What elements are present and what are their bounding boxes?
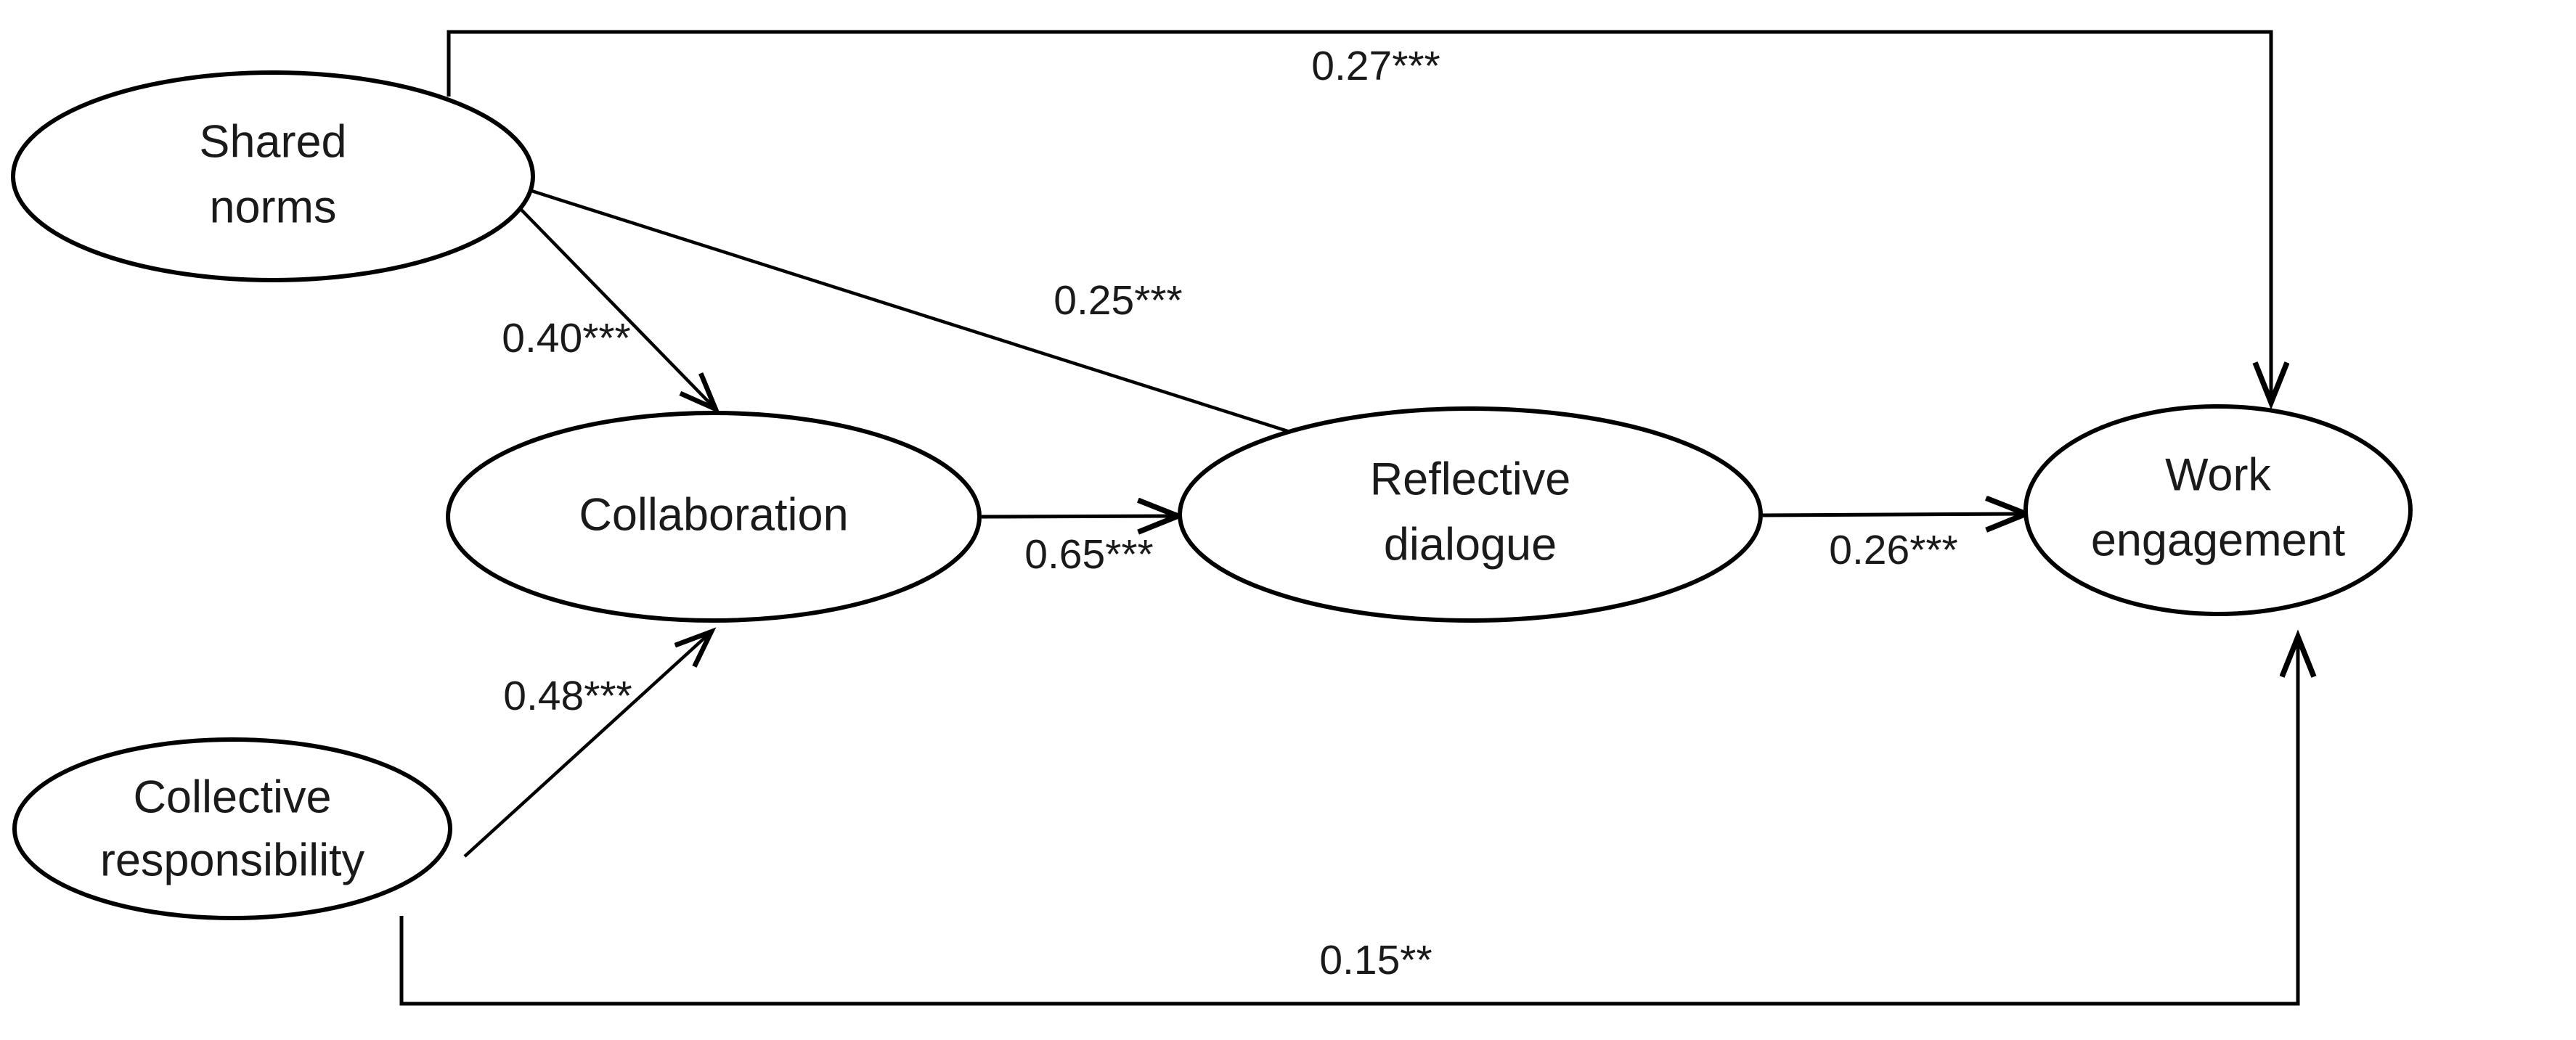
path-line-rd-we [1762,514,2024,515]
node-shared-norms[interactable]: Shared norms [11,70,535,282]
coefficient-label-sn-co: 0.40*** [502,315,631,361]
path-line-sn-we [447,30,2271,401]
node-reflective-dialogue[interactable]: Reflective dialogue [1178,406,1763,623]
coefficient-label-cr-we: 0.15** [1319,937,1432,983]
path-shared-norms-to-reflective-dialogue: 0.25*** [497,178,1345,449]
node-collaboration-ellipse[interactable] [446,411,982,623]
path-line-cr-co [463,633,710,858]
coefficient-label-cr-co: 0.48*** [503,673,632,719]
node-collective-responsibility-label-line1: Collective [133,772,331,823]
coefficient-label-co-rd: 0.65*** [1024,531,1154,578]
coefficient-label-sn-rd: 0.25*** [1053,277,1183,324]
node-collaboration[interactable]: Collaboration [446,411,982,623]
path-collective-responsibility-to-collaboration: 0.48*** [463,633,710,858]
node-work-engagement-label-line2: engagement [2091,515,2346,566]
node-shared-norms-ellipse[interactable] [11,70,535,282]
node-reflective-dialogue-ellipse[interactable] [1178,406,1763,623]
node-shared-norms-label-line1: Shared [199,117,346,168]
path-line-cr-we [399,639,2298,1006]
node-reflective-dialogue-label-line2: dialogue [1384,520,1557,570]
coefficient-label-sn-we: 0.27*** [1311,43,1440,89]
node-work-engagement-ellipse[interactable] [2023,404,2413,616]
node-collective-responsibility[interactable]: Collective responsibility [12,737,452,920]
path-line-co-rd [981,516,1176,517]
node-collective-responsibility-ellipse[interactable] [12,737,452,920]
node-reflective-dialogue-label-line1: Reflective [1370,454,1571,505]
node-shared-norms-label-line2: norms [209,182,336,233]
node-work-engagement[interactable]: Work engagement [2023,404,2413,616]
path-reflective-dialogue-to-work-engagement: 0.26*** [1762,514,2024,573]
path-collaboration-to-reflective-dialogue: 0.65*** [981,516,1176,578]
node-collaboration-label-line1: Collaboration [579,490,848,541]
coefficient-label-rd-we: 0.26*** [1829,527,1958,573]
path-shared-norms-to-collaboration: 0.40*** [493,181,714,408]
path-collective-responsibility-to-work-engagement: 0.15** [399,639,2298,1006]
path-shared-norms-to-work-engagement: 0.27*** [447,30,2271,401]
path-line-sn-co [493,181,714,408]
path-line-sn-rd [497,178,1345,449]
node-work-engagement-label-line1: Work [2165,450,2271,501]
node-collective-responsibility-label-line2: responsibility [100,835,365,886]
